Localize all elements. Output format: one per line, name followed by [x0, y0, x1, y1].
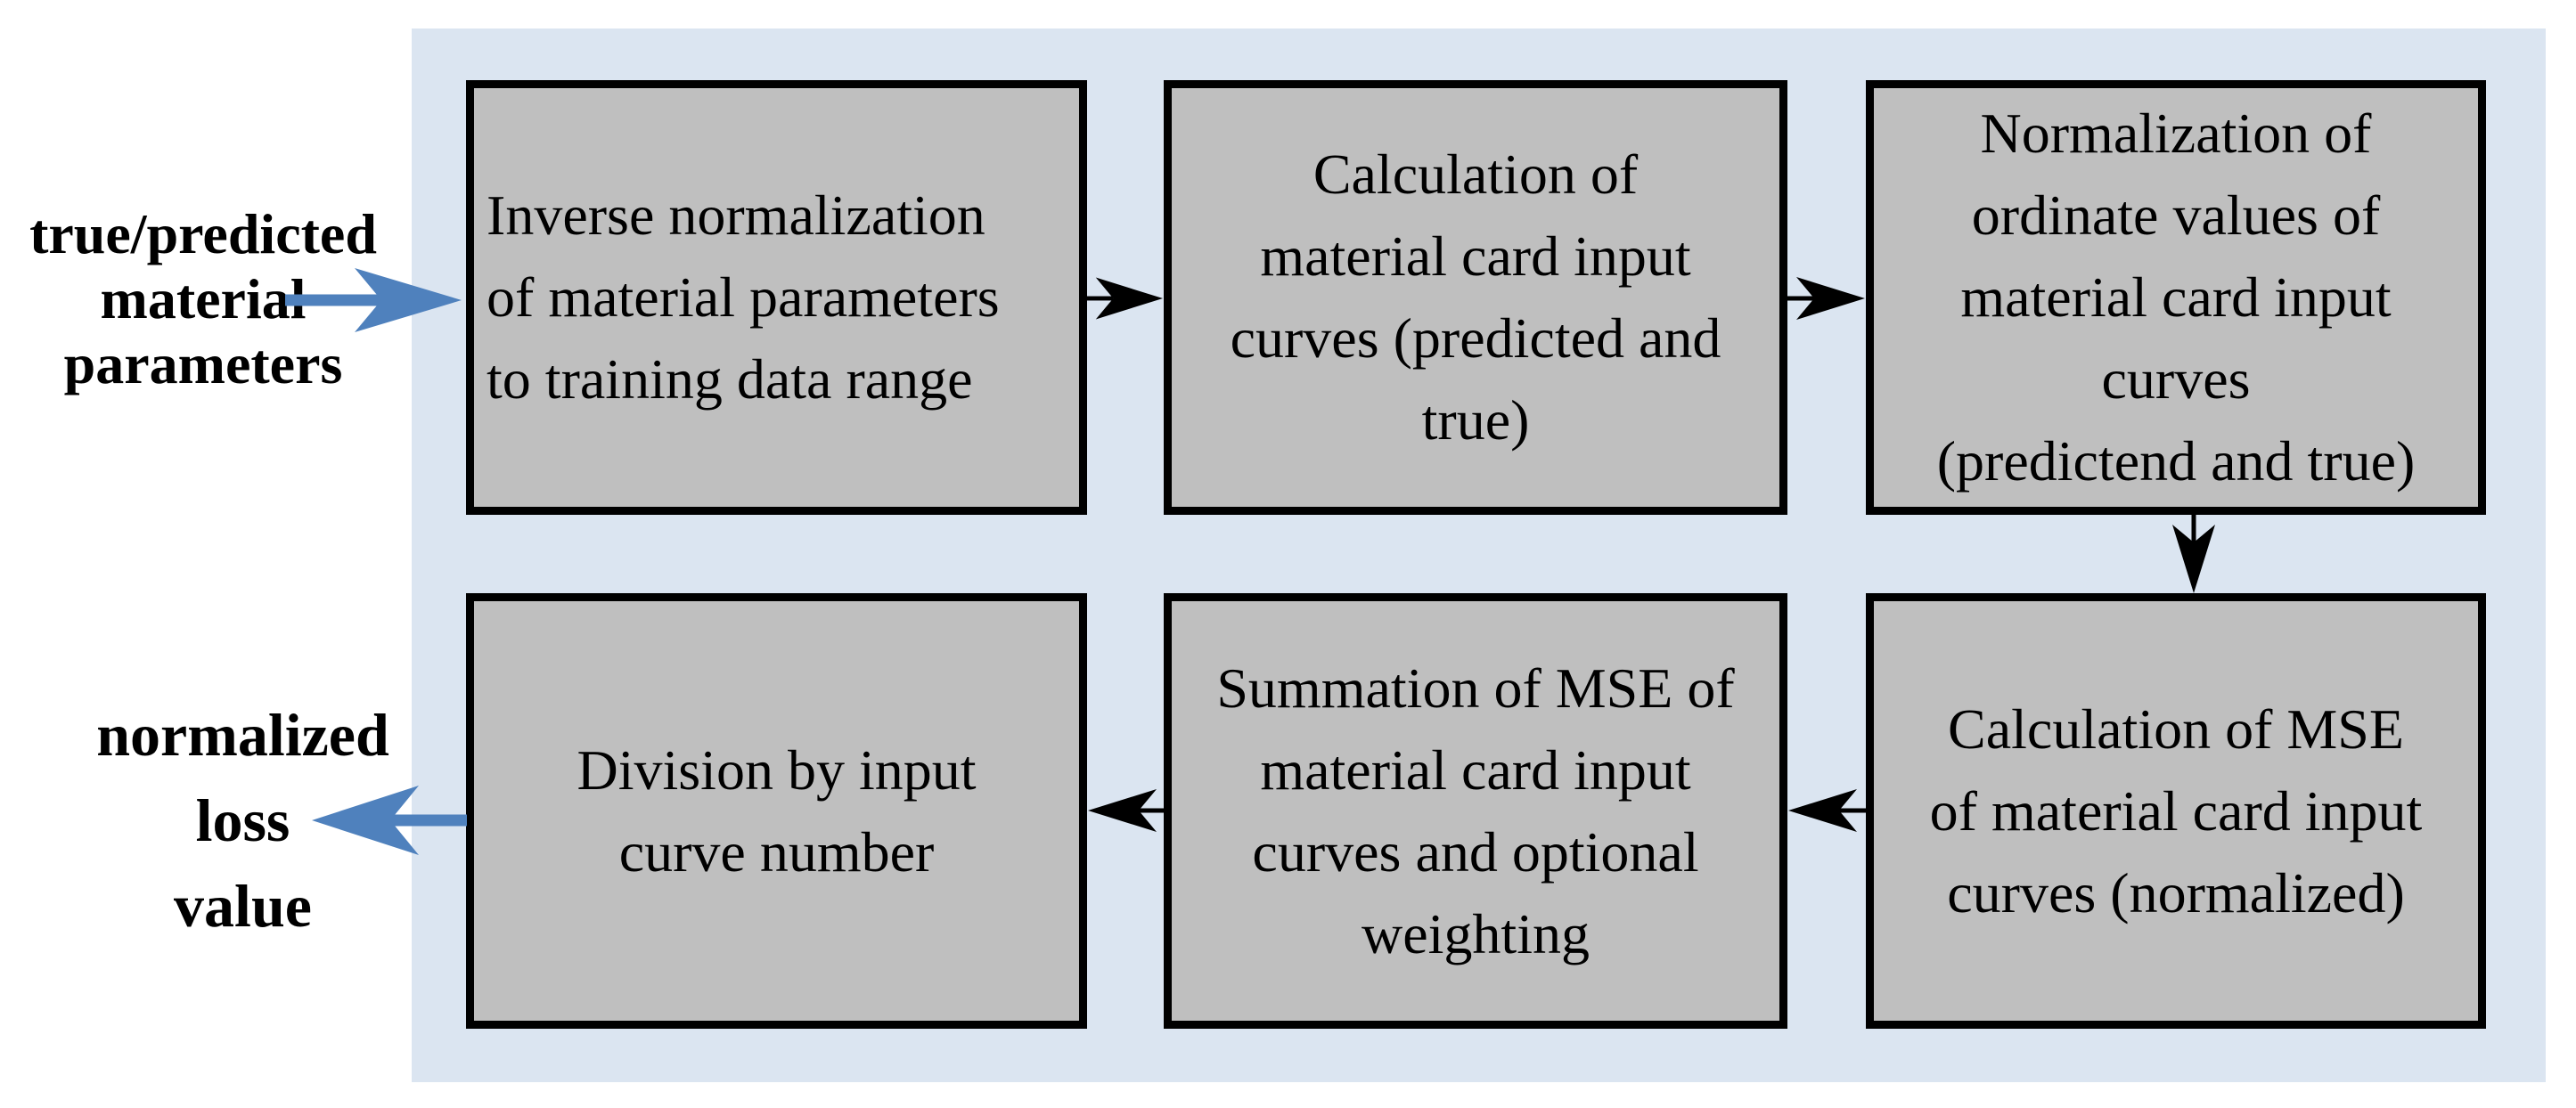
- arrowhead: [1088, 789, 1157, 832]
- arrowhead: [312, 786, 419, 855]
- arrow-stem: [1839, 808, 1866, 813]
- flow-box-normalization-ordinate-values: Normalization of ordinate values of mate…: [1866, 80, 2486, 515]
- arrowhead: [1788, 789, 1857, 832]
- arrow-box5-to-box6-icon: [1088, 789, 1165, 832]
- arrowhead: [1796, 277, 1865, 320]
- arrow-box3-to-box4-icon: [2172, 514, 2215, 593]
- flow-box-summation-mse: Summation of MSE of material card input …: [1164, 593, 1787, 1029]
- flow-box-calculation-material-card-curves: Calculation of material card input curve…: [1164, 80, 1787, 515]
- flow-box-inverse-normalization: Inverse normalization of material parame…: [466, 80, 1087, 515]
- input-arrow-icon: [285, 268, 462, 332]
- arrow-box4-to-box5-icon: [1788, 789, 1866, 832]
- arrow-stem: [1787, 296, 1814, 301]
- flow-box-calculation-mse: Calculation of MSE of material card inpu…: [1866, 593, 2486, 1029]
- arrowhead: [1095, 277, 1164, 320]
- arrow-box2-to-box3-icon: [1787, 277, 1865, 320]
- arrowhead: [355, 268, 462, 332]
- arrow-stem: [1139, 808, 1165, 813]
- arrow-stem: [285, 294, 383, 306]
- arrow-stem: [2191, 514, 2196, 542]
- output-label: normalized loss value: [96, 701, 389, 940]
- output-arrow-icon: [312, 786, 467, 855]
- arrow-box1-to-box2-icon: [1087, 277, 1164, 320]
- flow-box-division-curve-number: Division by input curve number: [466, 593, 1087, 1029]
- arrow-stem: [1087, 296, 1114, 301]
- arrow-stem: [387, 814, 467, 827]
- input-label: true/predicted material parameters: [29, 202, 377, 395]
- arrowhead: [2172, 525, 2215, 593]
